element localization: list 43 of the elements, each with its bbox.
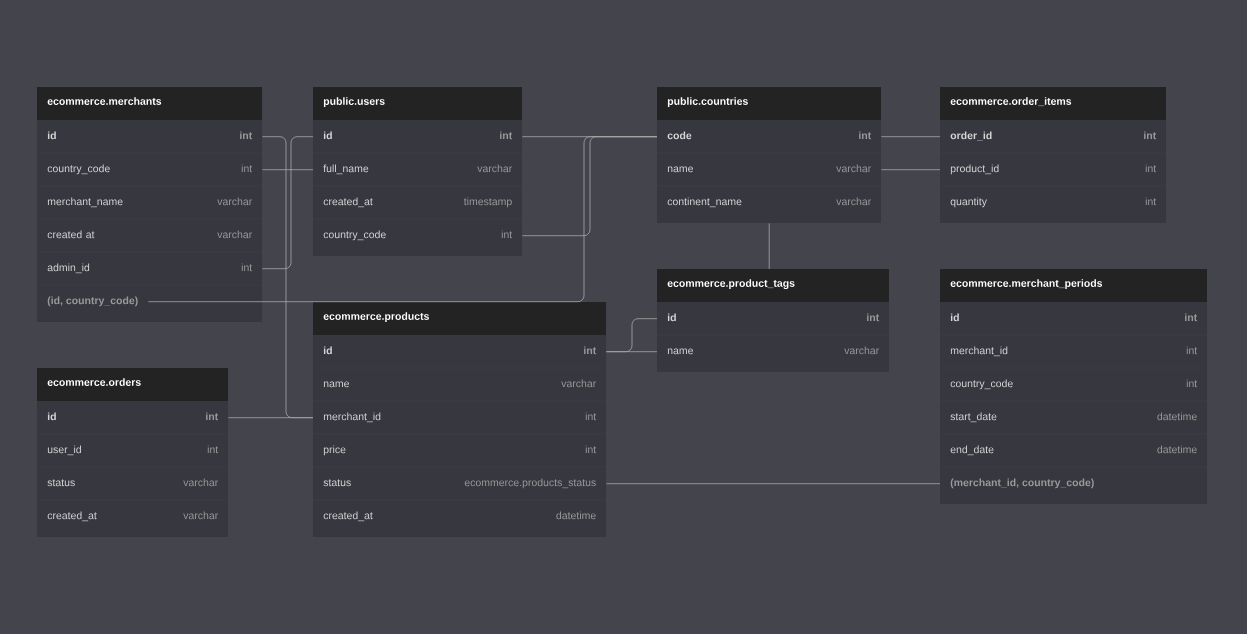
table-row: country_code int — [47, 164, 253, 175]
table-row: id int — [950, 313, 1198, 322]
table-row: created at varchar — [47, 230, 253, 239]
table-row: country_code int — [950, 379, 1198, 390]
table-row: merchant_id int — [950, 346, 1198, 357]
table-row: name varchar — [323, 379, 597, 388]
table-row: continent_name varchar — [667, 197, 872, 208]
connector — [881, 169, 941, 171]
table-row: order_id int — [950, 131, 1157, 141]
table-row: quantity int — [950, 197, 1157, 208]
table-row: merchant_id int — [323, 412, 597, 423]
table-row: created_at varchar — [47, 511, 219, 522]
table-row: admin_id int — [47, 263, 253, 274]
table-row: start_date datetime — [950, 412, 1197, 423]
table-row: id int — [47, 412, 219, 421]
connector — [606, 483, 941, 485]
table-row: merchant_name varchar — [47, 197, 253, 208]
table-row: full_name varchar — [323, 164, 513, 175]
connector — [881, 136, 941, 138]
table-row: id int — [323, 346, 597, 355]
table-row: end_date datetime — [950, 445, 1197, 456]
table-row: (id, country_code) — [47, 296, 138, 307]
table-row: product_id int — [950, 164, 1157, 175]
connector — [606, 351, 658, 353]
table-row: user_id int — [47, 445, 219, 456]
connector — [768, 223, 770, 270]
table-row: name varchar — [667, 346, 880, 355]
connector — [262, 169, 314, 171]
table-row: created_at timestamp — [323, 197, 512, 208]
table-row: code int — [667, 131, 872, 140]
table-row: id int — [47, 131, 253, 140]
table-row: country_code int — [323, 230, 513, 241]
connector — [262, 136, 314, 270]
table-row: created_at datetime — [323, 511, 596, 522]
table-row: name varchar — [667, 164, 872, 173]
table-row: id int — [667, 313, 880, 322]
table-row: status varchar — [47, 478, 219, 487]
table-row: price int — [323, 445, 597, 456]
table-row: (merchant_id, country_code) — [950, 478, 1094, 489]
connector — [228, 417, 314, 419]
table-row: status ecommerce.products_status — [323, 478, 596, 489]
connector — [148, 136, 658, 303]
table-row: id int — [323, 131, 513, 140]
